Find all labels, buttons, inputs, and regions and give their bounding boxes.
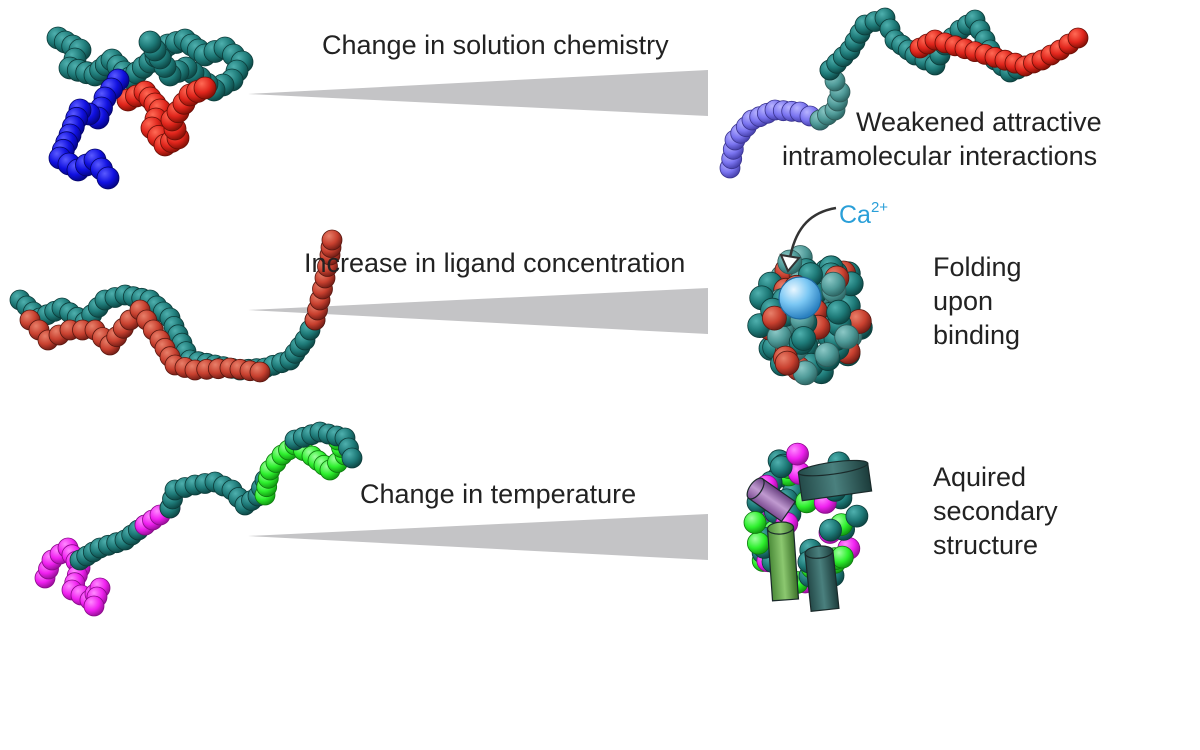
arrow-label-ligand-concentration: Increase in ligand concentration: [304, 248, 686, 278]
bead: [96, 166, 120, 190]
outcome-label-folding: Folding: [933, 252, 1022, 282]
bead: [762, 305, 787, 331]
ion-label: Ca2+: [839, 194, 888, 229]
row3-left-magenta: [34, 537, 111, 617]
arrow-label-temperature: Change in temperature: [360, 479, 637, 509]
bead: [747, 531, 770, 555]
row3-left-teal3: [284, 421, 363, 469]
bead: [769, 455, 793, 479]
ion-charge: 2+: [870, 199, 889, 216]
row1-left-blue: [48, 68, 130, 190]
ion-pointer-arrow: [788, 206, 837, 259]
bead: [826, 299, 851, 325]
bead: [138, 30, 162, 54]
bead: [83, 595, 105, 617]
outcome-label-aquired: Aquired: [933, 462, 1027, 492]
row2-left-red: [19, 299, 271, 383]
bead: [249, 361, 271, 383]
ion-symbol: Ca: [839, 201, 871, 229]
bead: [820, 271, 846, 297]
outcome-label-structure: structure: [933, 530, 1039, 560]
outcome-label-binding: binding: [933, 320, 1021, 350]
outcome-label-line-2: intramolecular interactions: [782, 141, 1098, 171]
bead: [1067, 27, 1089, 49]
bead: [814, 342, 840, 368]
row2-right-folded: [747, 245, 873, 386]
bead: [341, 447, 363, 469]
bead: [786, 442, 809, 466]
bead: [819, 518, 842, 542]
ion-pointer-arrowhead: [779, 253, 801, 273]
outcome-label-secondary: secondary: [933, 496, 1058, 526]
arrow-label-solution-chemistry: Change in solution chemistry: [322, 30, 669, 60]
helix-purple: [746, 477, 797, 523]
row1-right-red: [909, 27, 1089, 77]
protein-chains: [9, 7, 1089, 617]
row2-left-top: [304, 229, 343, 331]
outcome-label-line-1: Weakened attractive: [856, 107, 1102, 137]
wedge-arrow-ligand-concentration: [248, 288, 708, 334]
bead: [774, 350, 800, 376]
bead: [845, 504, 869, 528]
outcome-label-upon: upon: [933, 286, 994, 316]
wedge-arrow-temperature: [248, 514, 708, 560]
calcium-ion: [778, 276, 822, 320]
bead: [791, 326, 816, 351]
bead: [193, 76, 217, 100]
bead: [321, 229, 343, 251]
helix-green: [766, 521, 800, 602]
helix-dark-horizontal: [797, 459, 873, 502]
wedge-arrow-solution-chemistry: [248, 70, 708, 116]
bead: [743, 511, 767, 534]
row1-left-red: [116, 76, 217, 157]
bead: [834, 324, 860, 350]
helix-dark-vertical: [804, 545, 840, 612]
